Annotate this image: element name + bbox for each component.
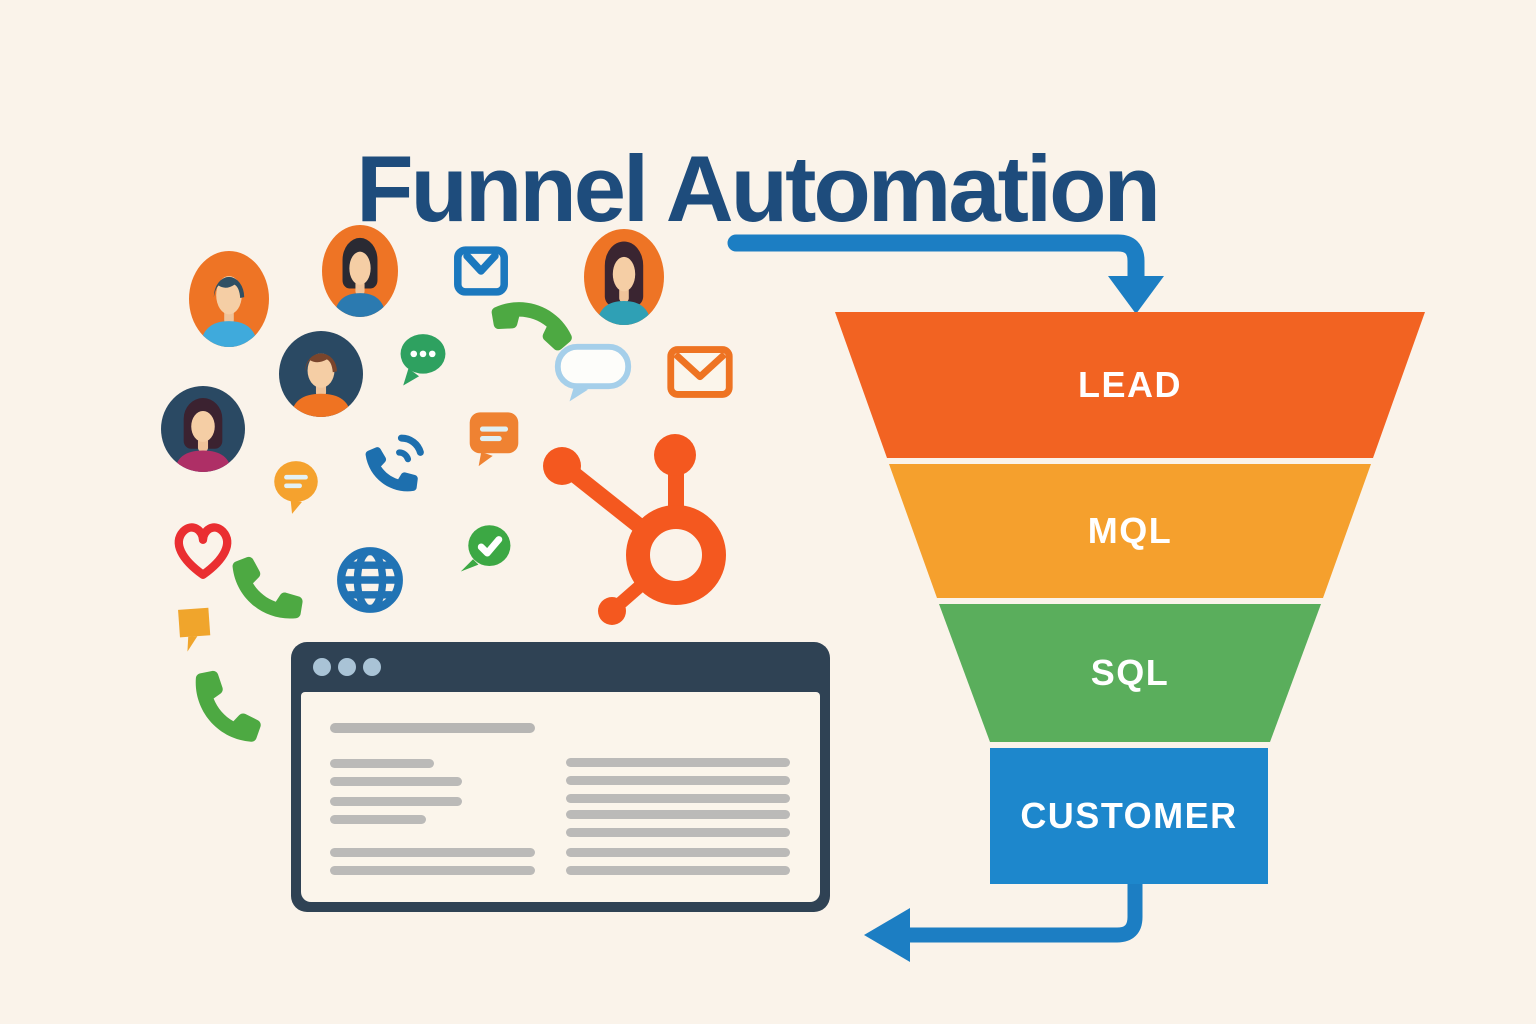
funnel-stage-lead: LEAD <box>835 312 1425 458</box>
placeholder-line <box>566 828 790 837</box>
phone-handset-green-icon <box>231 551 305 625</box>
avatar-man-blue-shirt-icon <box>189 251 269 347</box>
avatar-woman-magenta-shirt-icon <box>161 386 245 472</box>
placeholder-line <box>566 758 790 767</box>
phone-volume-blue-icon <box>364 434 424 497</box>
browser-window <box>291 642 830 912</box>
globe-icon <box>337 547 403 613</box>
placeholder-line <box>566 848 790 857</box>
hubspot-sprocket-icon <box>543 434 726 625</box>
avatar-woman-long-hair-icon <box>584 229 664 325</box>
funnel-stage-label: SQL <box>1090 652 1170 693</box>
funnel-stage-label: CUSTOMER <box>1020 795 1238 836</box>
chat-dots-bubble-icon <box>400 334 446 386</box>
page-title: Funnel Automation <box>356 135 1161 241</box>
browser-content <box>301 692 820 902</box>
inflow-arrow-icon <box>727 234 1164 314</box>
funnel-stage-label: MQL <box>1087 510 1173 551</box>
chat-lines-amber-bubble-icon <box>274 461 318 514</box>
funnel-stage-mql: MQL <box>889 464 1371 598</box>
map-pin-amber-icon <box>178 607 211 652</box>
placeholder-line <box>330 848 535 857</box>
avatar-man-orange-shirt-icon <box>279 331 363 417</box>
placeholder-line <box>330 759 434 768</box>
placeholder-line <box>330 723 535 733</box>
funnel-stage-customer: CUSTOMER <box>990 748 1268 884</box>
placeholder-line <box>330 815 426 824</box>
window-dot-icon <box>313 658 331 676</box>
outflow-arrow-icon <box>864 884 1143 962</box>
envelope-orange-icon <box>667 346 733 398</box>
placeholder-line <box>330 777 462 786</box>
placeholder-line <box>566 810 790 819</box>
chat-check-bubble-icon <box>460 525 511 572</box>
placeholder-line <box>566 866 790 875</box>
avatar-woman-bob-icon <box>322 225 398 317</box>
heart-icon <box>174 523 232 579</box>
phone-handset-green-icon <box>191 669 265 743</box>
window-dot-icon <box>338 658 356 676</box>
placeholder-line <box>566 776 790 785</box>
funnel-stage-label: LEAD <box>1078 364 1182 405</box>
placeholder-line <box>330 866 535 875</box>
placeholder-line <box>566 794 790 803</box>
window-dot-icon <box>363 658 381 676</box>
envelope-blue-icon <box>454 246 508 296</box>
cloud-bubble-icon <box>554 343 632 402</box>
placeholder-line <box>330 797 462 806</box>
browser-title-bar <box>291 642 830 692</box>
chat-lines-orange-bubble-icon <box>469 412 519 467</box>
funnel-stage-sql: SQL <box>939 604 1321 742</box>
